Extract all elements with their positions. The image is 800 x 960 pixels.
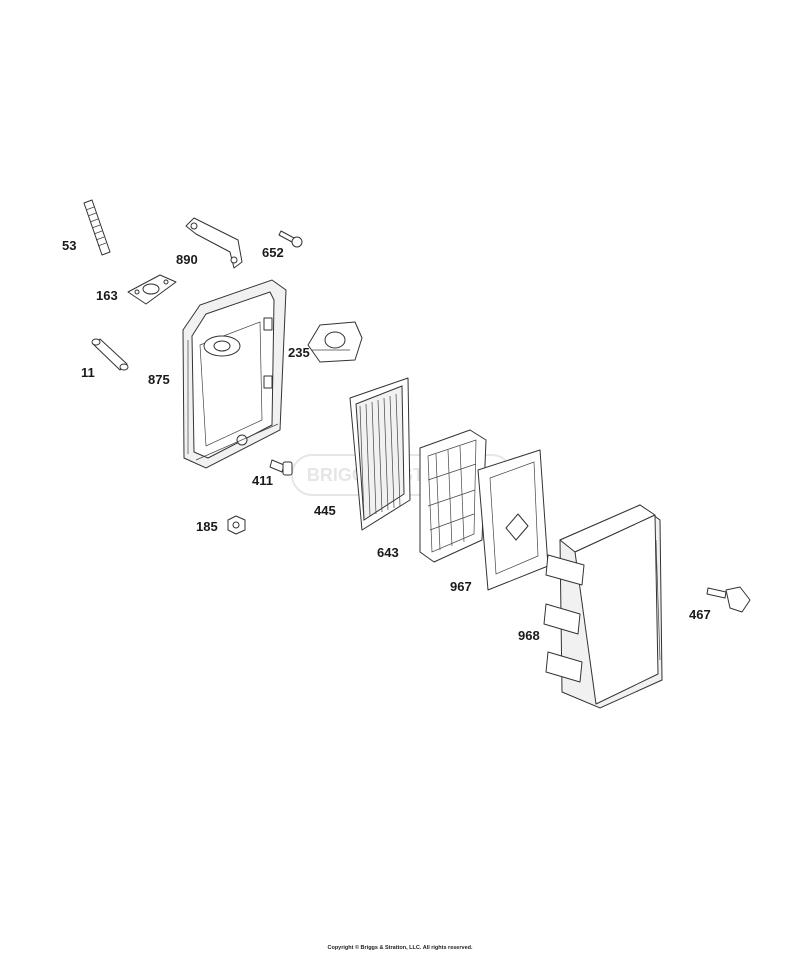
part-185-nut[interactable]: [227, 515, 246, 535]
part-967-plate[interactable]: [477, 449, 549, 591]
callout-53: 53: [62, 238, 77, 253]
callout-185: 185: [196, 519, 218, 534]
part-163-gasket[interactable]: [127, 274, 177, 305]
callout-11: 11: [81, 365, 95, 380]
part-643-precleaner[interactable]: [419, 429, 487, 563]
part-652-screw[interactable]: [278, 230, 303, 248]
callout-890: 890: [176, 252, 198, 267]
part-890-bracket[interactable]: [185, 217, 243, 269]
callout-643: 643: [377, 545, 399, 560]
part-968-cover[interactable]: [543, 504, 663, 709]
callout-411: 411: [252, 473, 273, 488]
copyright-notice: Copyright © Briggs & Stratton, LLC. All …: [327, 945, 473, 951]
part-11-tube[interactable]: [91, 338, 129, 371]
part-235-breather[interactable]: [307, 321, 363, 363]
part-411-bolt[interactable]: [269, 459, 293, 476]
callout-467: 467: [689, 607, 711, 622]
part-53-stud[interactable]: [83, 199, 111, 256]
callout-235: 235: [288, 345, 310, 360]
callout-652: 652: [262, 245, 284, 260]
callout-163: 163: [96, 288, 118, 303]
callout-968: 968: [518, 628, 540, 643]
callout-445: 445: [314, 503, 336, 518]
part-445-filter[interactable]: [349, 377, 411, 531]
callout-875: 875: [148, 372, 170, 387]
part-467-knob[interactable]: [706, 586, 751, 613]
callout-967: 967: [450, 579, 472, 594]
part-875-base[interactable]: [182, 279, 287, 469]
